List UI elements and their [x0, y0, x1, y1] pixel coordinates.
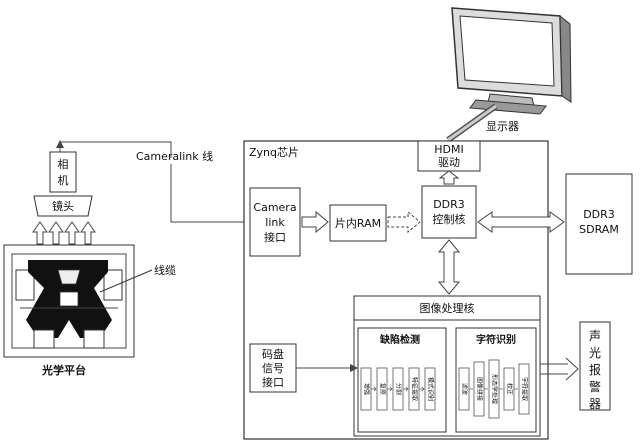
camera-line2: 机 — [58, 173, 69, 187]
arrow-to-alarm — [540, 357, 579, 381]
hdmi-driver-box — [417, 140, 481, 172]
display-label: 显示器 — [486, 120, 519, 133]
zynq-label: Zynq芯片 — [249, 145, 299, 159]
char-steps: 滤波 图像拼接 形态学处理 校正 字符提取 — [458, 359, 530, 419]
arrow-ddr-imagecore — [437, 239, 461, 295]
onchip-ram-box — [329, 204, 387, 242]
camera-box — [49, 151, 77, 193]
image-core-label: 图像处理核 — [420, 301, 475, 315]
char-step-1: 滤波 — [461, 383, 469, 395]
encoder-line2: 信号 — [262, 362, 284, 375]
light-arrows — [32, 221, 96, 245]
hdmi-line1: HDMI — [434, 143, 463, 156]
cli-line3: 接口 — [264, 231, 286, 244]
char-step-3: 形态学处理 — [491, 374, 499, 404]
ddr3-ctrl-line1: DDR3 — [433, 198, 465, 211]
lens-box — [33, 195, 93, 217]
arrow-to-hdmi — [438, 170, 460, 185]
defect-step-1: 增强 — [363, 383, 371, 395]
cable-pointer — [99, 269, 153, 293]
ddr3-sdram-box — [565, 173, 633, 275]
arrow-ram-to-ddr — [387, 210, 421, 234]
lens-label: 镜头 — [52, 199, 74, 213]
char-step-box — [518, 363, 530, 415]
char-step-2: 图像拼接 — [476, 377, 484, 401]
ddr3-ctrl-line2: 控制核 — [433, 212, 466, 226]
cli-line2: link — [265, 216, 285, 229]
ddr3-controller-box — [421, 185, 477, 239]
arrow-cli-to-ram — [301, 210, 329, 234]
encoder-line1: 码盘 — [262, 347, 284, 361]
defect-detection-label: 缺陷检测 — [379, 333, 420, 346]
defect-step-5: 模式识别 — [427, 377, 435, 401]
cameralink-line-label: Cameralink 线 — [136, 149, 213, 163]
defect-step-3: 分割 — [395, 383, 403, 395]
char-recognition-label: 字符识别 — [476, 333, 516, 346]
alarm-char-3: 报 — [589, 362, 601, 377]
optical-platform-label: 光学平台 — [41, 363, 86, 377]
sdram-line2: SDRAM — [579, 223, 619, 236]
sdram-line1: DDR3 — [583, 208, 615, 221]
char-step-5: 字符提取 — [521, 377, 529, 401]
monitor-icon — [451, 7, 572, 115]
zynq-chip-boundary — [243, 140, 549, 440]
alarm-char-4: 警 — [589, 379, 601, 394]
encoder-line3: 接口 — [262, 376, 284, 389]
camera-line1: 相 — [58, 158, 69, 171]
alarm-char-1: 声 — [589, 329, 601, 343]
alarm-char-2: 光 — [589, 346, 601, 360]
arrow-ddr-sdram — [477, 211, 565, 233]
onchip-ram-label: 片内RAM — [335, 216, 381, 230]
optical-platform-image — [3, 244, 135, 358]
cable-label: 线缆 — [154, 263, 176, 277]
cli-line1: Camera — [253, 201, 296, 214]
defect-step-4: 特征提取 — [411, 377, 419, 401]
camera-link-interface-box — [249, 187, 301, 257]
hdmi-line2: 驱动 — [438, 156, 460, 169]
alarm-char-5: 器 — [589, 397, 601, 411]
defect-steps: 增强 复原 分割 特征提取 模式识别 — [360, 367, 436, 411]
alarm-box — [579, 321, 611, 411]
defect-step-2: 复原 — [379, 383, 387, 395]
cameralink-cable-bottom — [170, 164, 244, 223]
defect-step-box — [424, 367, 436, 411]
char-step-4: 校正 — [506, 383, 514, 395]
